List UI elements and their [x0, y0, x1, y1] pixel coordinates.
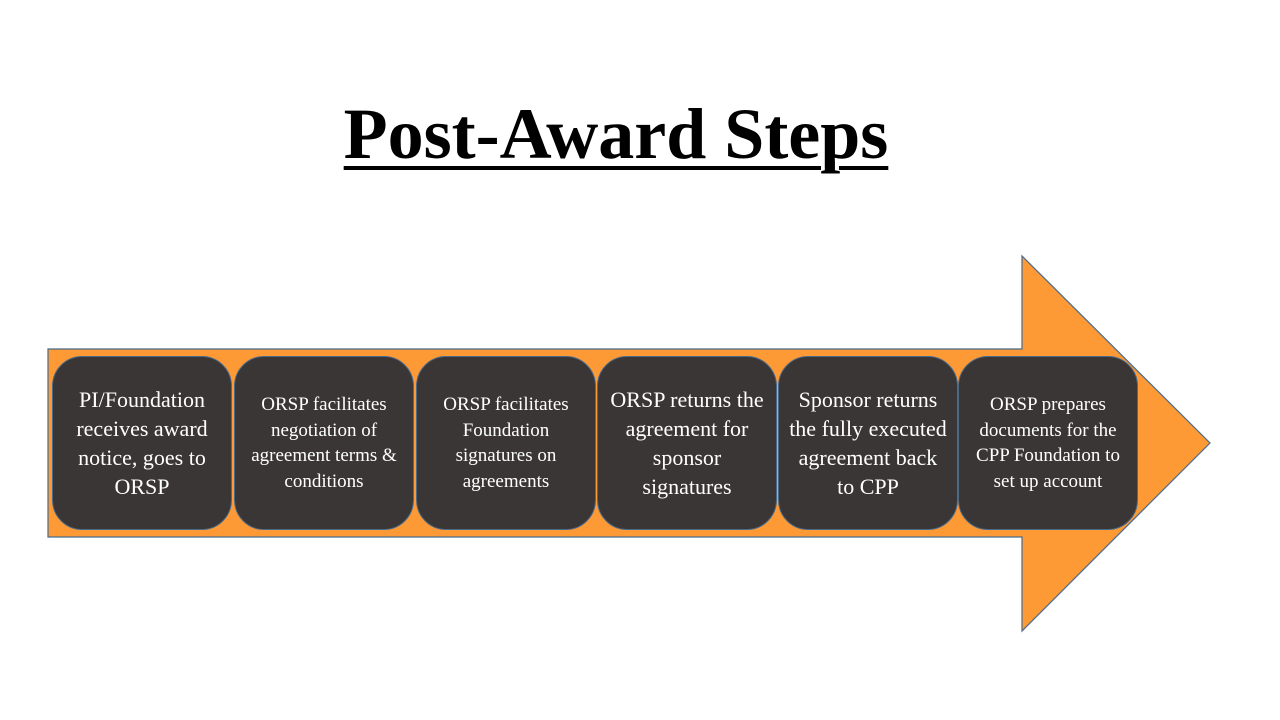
step-6-label: ORSP prepares documents for the CPP Foun…	[976, 394, 1120, 492]
step-4-box: ORSP returns the agreement for sponsor s…	[597, 356, 777, 530]
page-title: Post-Award Steps	[0, 92, 1232, 176]
step-1-box: PI/Foundation receives award notice, goe…	[52, 356, 232, 530]
step-4-label: ORSP returns the agreement for sponsor s…	[610, 387, 764, 499]
step-3-box: ORSP facilitates Foundation signatures o…	[416, 356, 596, 530]
step-5-box: Sponsor returns the fully executed agree…	[778, 356, 958, 530]
step-2-box: ORSP facilitates negotiation of agreemen…	[234, 356, 414, 530]
step-3-label: ORSP facilitates Foundation signatures o…	[443, 394, 569, 492]
step-1-label: PI/Foundation receives award notice, goe…	[76, 387, 208, 499]
page-title-text: Post-Award Steps	[343, 94, 889, 174]
step-2-label: ORSP facilitates negotiation of agreemen…	[251, 394, 397, 492]
step-6-box: ORSP prepares documents for the CPP Foun…	[958, 356, 1138, 530]
step-5-label: Sponsor returns the fully executed agree…	[789, 387, 947, 499]
